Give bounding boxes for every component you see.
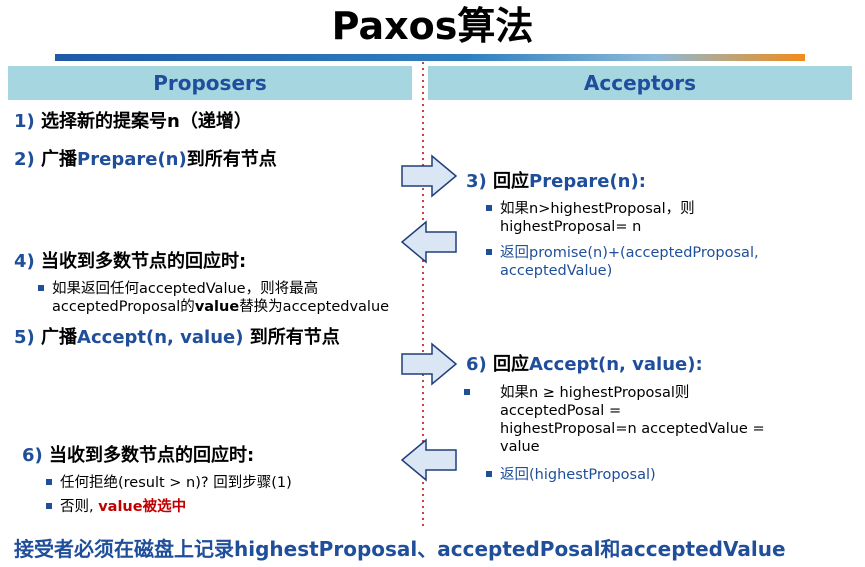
title-underline [55, 54, 805, 61]
arrow-left-promise [400, 220, 457, 264]
step-text: 当收到多数节点的回应时: [41, 251, 247, 272]
bullet-text: acceptedProposal的 [52, 299, 195, 315]
arrow-left-accepted [400, 438, 457, 482]
step-highlight: Prepare(n): [529, 171, 646, 192]
step-number: 5) [14, 327, 35, 348]
acceptor-step-6-bullet-2: 返回(highestProposal) [486, 466, 860, 484]
proposer-step-4-bullet: 如果返回任何acceptedValue，则将最高 acceptedProposa… [38, 280, 432, 316]
step-number: 4) [14, 251, 35, 272]
acceptors-header: Acceptors [428, 66, 852, 100]
proposer-step-1: 1) 选择新的提案号n（递增） [14, 110, 252, 134]
step-number: 2) [14, 149, 35, 170]
bullet-marker [38, 285, 44, 291]
bullet-text: 如果n>highestProposal，则 [500, 201, 695, 217]
proposer-step-6: 6) 当收到多数节点的回应时: [22, 444, 254, 468]
step-text: 当收到多数节点的回应时: [49, 445, 255, 466]
step-text: 回应 [493, 354, 530, 375]
step-highlight: Accept(n, value) [77, 327, 244, 348]
step-number: 3) [466, 171, 487, 192]
step-text: 广播 [41, 327, 78, 348]
page-title: Paxos算法 [331, 4, 534, 48]
acceptor-step-6-bullet-1: 如果n ≥ highestProposal则 acceptedPosal = h… [464, 384, 860, 456]
bullet-text: highestProposal=n acceptedValue = [500, 421, 765, 437]
bullet-text: 返回(highestProposal) [500, 467, 656, 483]
proposer-step-4: 4) 当收到多数节点的回应时: [14, 250, 246, 274]
bullet-marker [486, 471, 492, 477]
step-text: 回应 [493, 171, 530, 192]
acceptor-step-3-bullet-2: 返回promise(n)+(acceptedProposal, accepted… [486, 244, 860, 280]
proposer-step-6-bullet-1: 任何拒绝(result > n)? 回到步骤(1) [46, 474, 292, 492]
acceptor-step-3: 3) 回应Prepare(n): [466, 170, 646, 194]
bullet-marker [46, 503, 52, 509]
bullet-marker [486, 249, 492, 255]
proposers-header: Proposers [8, 66, 412, 100]
step-text: 选择新的提案号n（递增） [41, 111, 252, 132]
step-text: 到所有节点 [243, 327, 340, 348]
bullet-text: 返回promise(n)+(acceptedProposal, [500, 245, 759, 261]
footer-note: 接受者必须在磁盘上记录highestProposal、acceptedPosal… [14, 537, 786, 561]
step-number: 6) [466, 354, 487, 375]
arrow-right-accept [401, 342, 458, 386]
bullet-text: acceptedPosal = [500, 403, 622, 419]
proposer-step-5: 5) 广播Accept(n, value) 到所有节点 [14, 326, 340, 350]
bullet-marker [46, 479, 52, 485]
step-text: 广播 [41, 149, 78, 170]
arrow-right-prepare [401, 154, 458, 198]
step-number: 6) [22, 445, 43, 466]
bullet-text: 否则, [60, 499, 99, 515]
bullet-text: 替换为acceptedvalue [239, 299, 390, 315]
proposer-step-6-bullet-2: 否则, value被选中 [46, 498, 187, 516]
bullet-text: 如果返回任何acceptedValue，则将最高 [52, 281, 319, 297]
bullet-text: 如果n ≥ highestProposal则 [500, 385, 690, 401]
bullet-marker [464, 389, 470, 395]
bullet-text: highestProposal= n [500, 219, 642, 235]
step-highlight: Prepare(n) [77, 149, 187, 170]
bullet-marker [486, 205, 492, 211]
step-text: 到所有节点 [186, 149, 277, 170]
bullet-text: acceptedValue) [500, 263, 613, 279]
acceptor-step-3-bullet-1: 如果n>highestProposal，则 highestProposal= n [486, 200, 860, 236]
bullet-text: value [500, 439, 540, 455]
chosen-highlight: value被选中 [98, 499, 187, 515]
step-highlight: Accept(n, value): [529, 354, 703, 375]
acceptor-step-6: 6) 回应Accept(n, value): [466, 353, 703, 377]
proposer-step-2: 2) 广播Prepare(n)到所有节点 [14, 148, 277, 172]
bullet-text: 任何拒绝(result > n)? 回到步骤(1) [60, 475, 292, 491]
step-number: 1) [14, 111, 35, 132]
bullet-bold: value [194, 299, 240, 315]
